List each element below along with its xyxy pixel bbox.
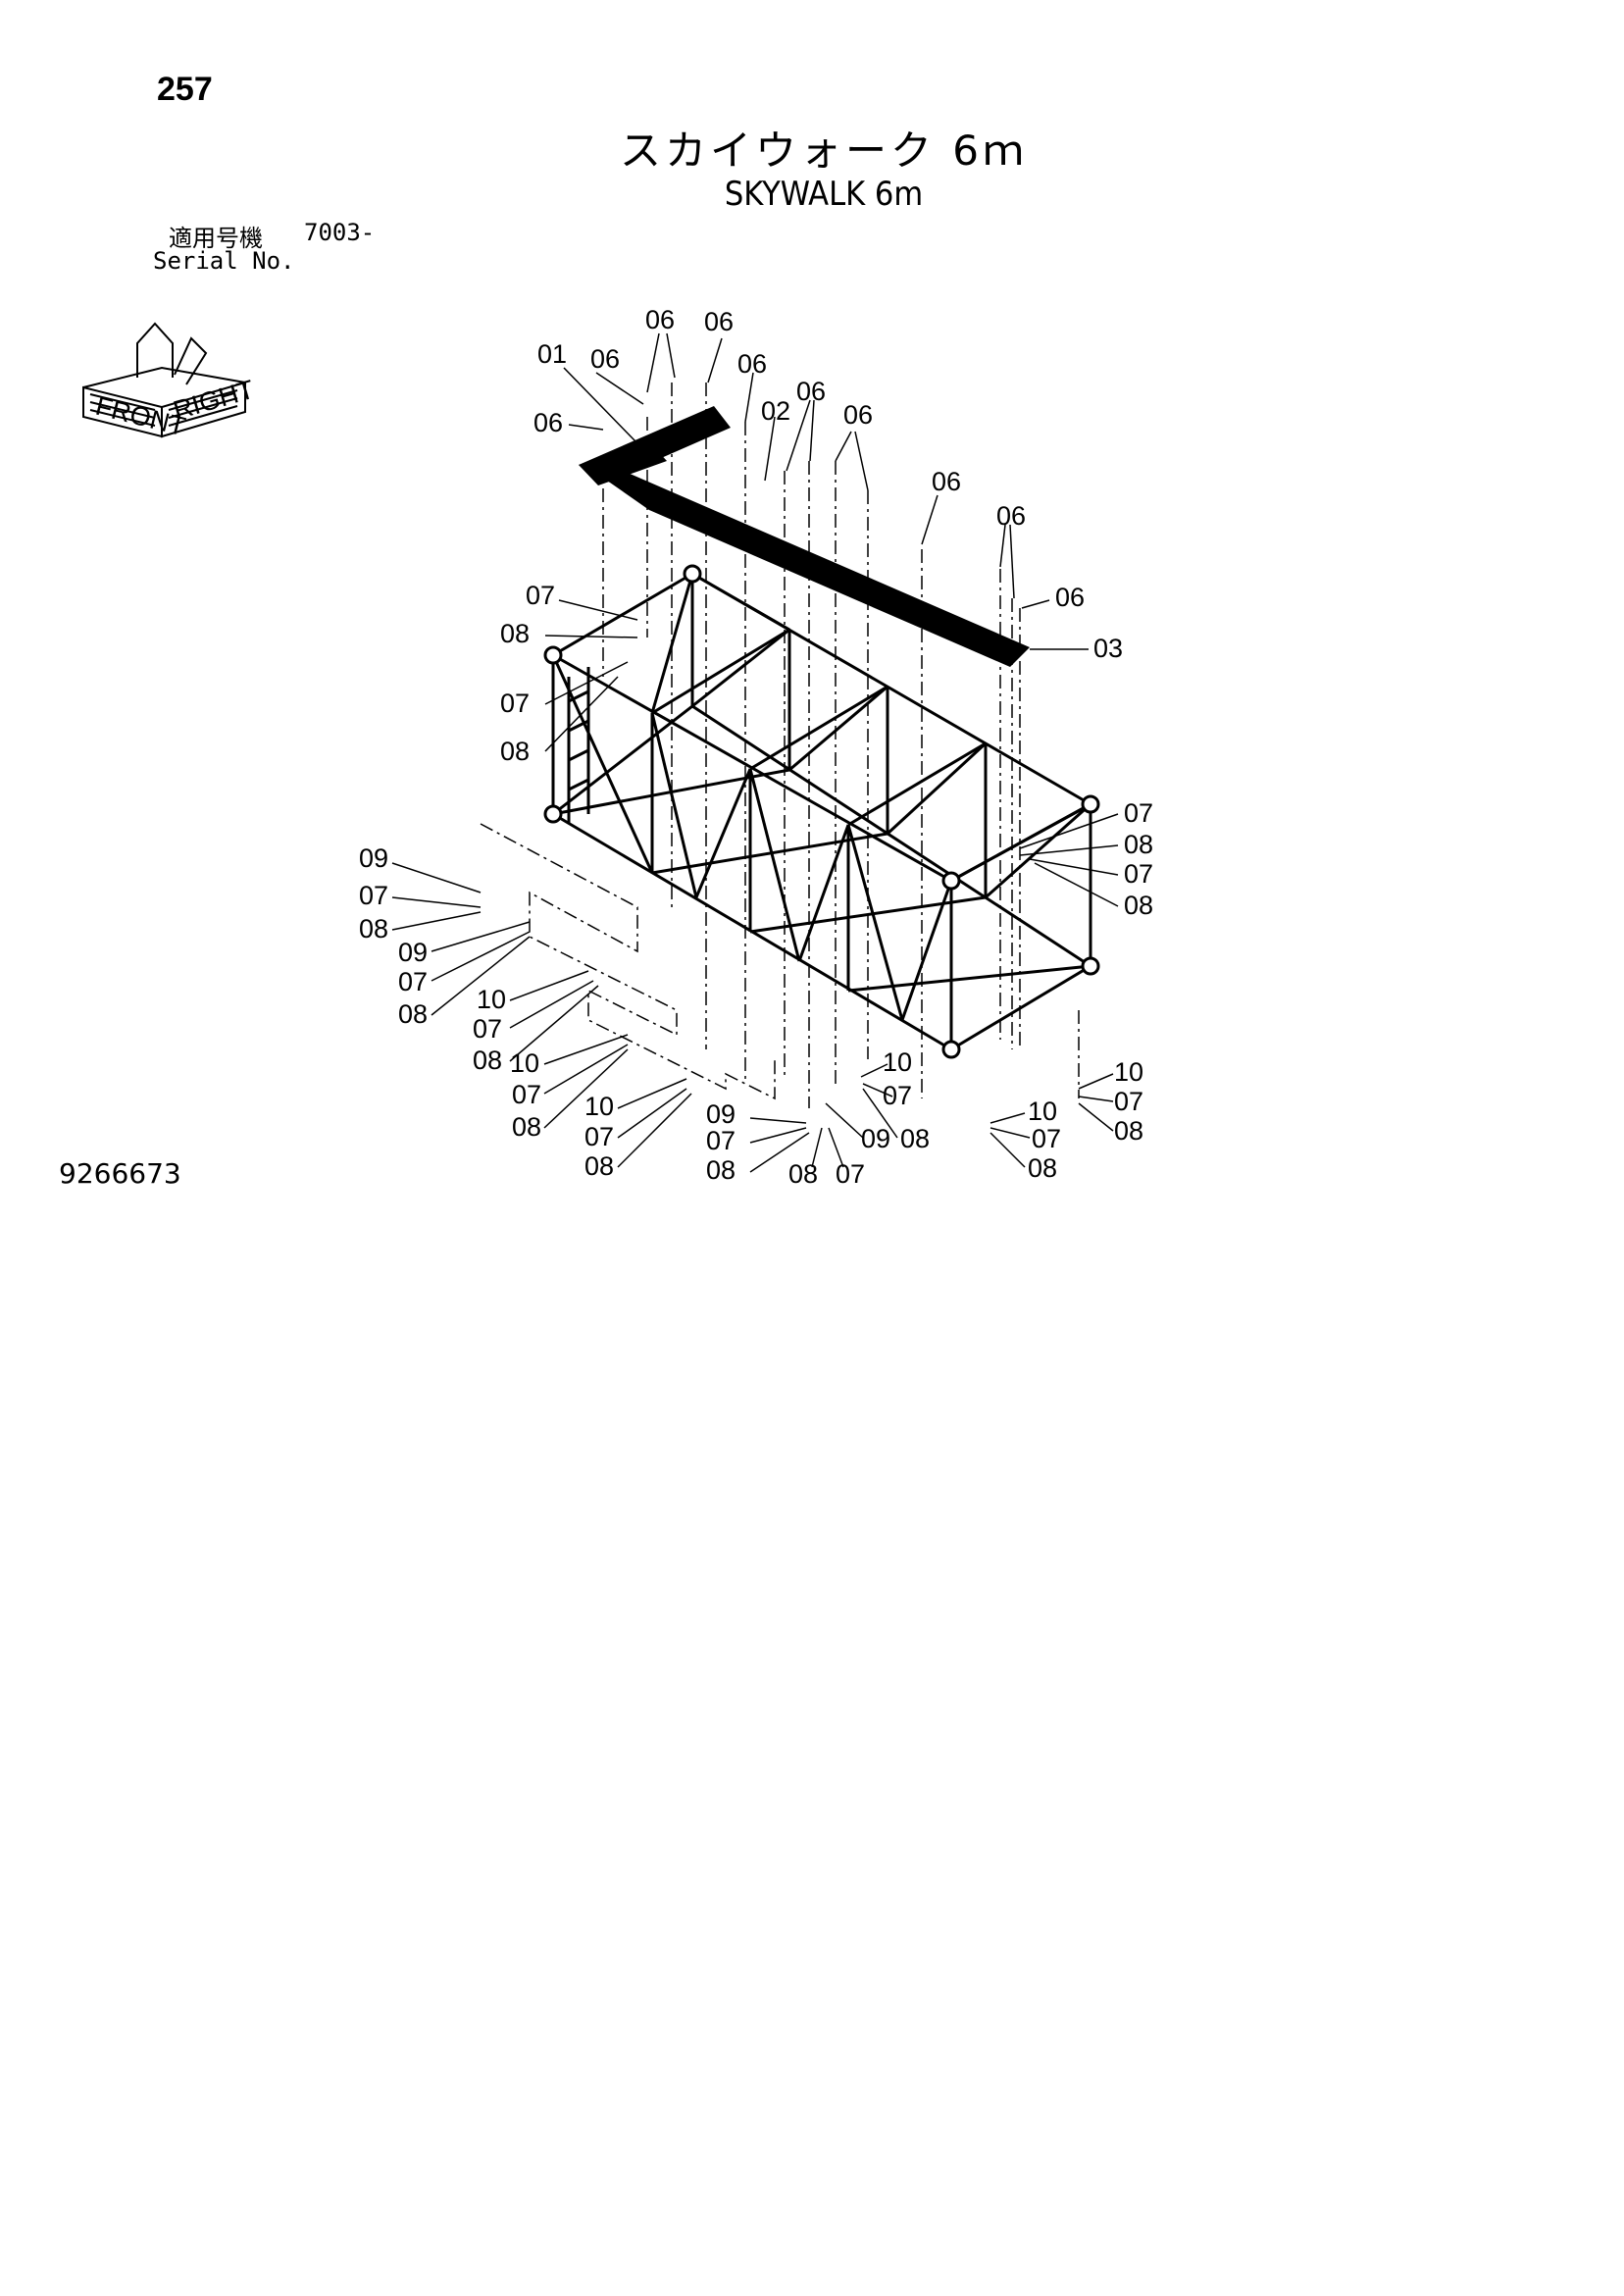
- callout-label: 07: [398, 967, 428, 996]
- callout-label: 07: [473, 1014, 502, 1044]
- serial-value: 7003-: [304, 219, 376, 246]
- callout-label: 08: [1028, 1153, 1057, 1183]
- callout-label: 07: [359, 881, 388, 910]
- page-number: 257: [157, 71, 213, 108]
- callout-label: 10: [584, 1092, 614, 1121]
- serial-label-english: Serial No.: [153, 247, 295, 275]
- callout-label: 07: [836, 1159, 865, 1189]
- callout-label: 06: [796, 377, 826, 406]
- chord-connection-eyes: [543, 564, 1100, 1059]
- callout-label: 06: [533, 408, 563, 437]
- serial-label-japanese: 適用号機: [169, 225, 263, 252]
- callout-label: 08: [1124, 891, 1153, 920]
- callout-label: 10: [1028, 1097, 1057, 1126]
- callout-label: 07: [706, 1126, 736, 1155]
- callout-label: 07: [512, 1080, 541, 1109]
- callout-label: 07: [1114, 1087, 1143, 1116]
- callout-label: 07: [1124, 798, 1153, 828]
- callout-label: 08: [1124, 830, 1153, 859]
- callout-label: 10: [883, 1047, 912, 1077]
- callout-label: 06: [843, 400, 873, 430]
- callout-label: 10: [477, 985, 506, 1014]
- callout-label: 06: [645, 305, 675, 334]
- callout-label: 08: [1114, 1116, 1143, 1146]
- callout-label: 08: [706, 1155, 736, 1185]
- extension-lines: [480, 383, 1080, 1108]
- callout-label: 09: [861, 1124, 890, 1153]
- callout-label: 10: [510, 1048, 539, 1078]
- drawing-number: 9266673: [59, 1157, 181, 1190]
- callout-label: 07: [526, 581, 555, 610]
- callout-label: 06: [996, 501, 1026, 531]
- callout-label: 06: [737, 349, 767, 379]
- callout-label: 08: [500, 737, 530, 766]
- callout-label: 09: [706, 1099, 736, 1129]
- callout-label: 08: [900, 1124, 930, 1153]
- callout-label: 08: [398, 999, 428, 1029]
- callout-label: 07: [1124, 859, 1153, 889]
- callout-label: 08: [512, 1112, 541, 1142]
- callout-label: 06: [590, 344, 620, 374]
- callout-labels: 01 02 03 06 06 06 06 06 06 06 06 06 06 0…: [359, 305, 1153, 1189]
- title-english: SKYWALK 6m: [724, 175, 924, 214]
- callout-label: 07: [883, 1081, 912, 1110]
- callout-label: 07: [584, 1122, 614, 1151]
- callout-label: 07: [500, 689, 530, 718]
- callout-label: 03: [1093, 634, 1123, 663]
- callout-label: 09: [398, 938, 428, 967]
- callout-label: 09: [359, 843, 388, 873]
- callout-label: 01: [537, 339, 567, 369]
- skywalk-plate: [579, 406, 1030, 667]
- front-right-orientation-icon: [82, 322, 246, 438]
- callout-label: 08: [788, 1159, 818, 1189]
- leader-lines: [391, 332, 1119, 1173]
- callout-label: 02: [761, 396, 790, 426]
- callout-label: 06: [932, 467, 961, 496]
- callout-label: 08: [584, 1151, 614, 1181]
- callout-label: 07: [1032, 1124, 1061, 1153]
- callout-label: 06: [1055, 583, 1085, 612]
- callout-label: 06: [704, 307, 734, 336]
- callout-label: 08: [473, 1046, 502, 1075]
- callout-label: 08: [500, 619, 530, 648]
- callout-label: 10: [1114, 1057, 1143, 1087]
- callout-label: 08: [359, 914, 388, 944]
- title-japanese: スカイウォーク 6ｍ: [619, 127, 1029, 175]
